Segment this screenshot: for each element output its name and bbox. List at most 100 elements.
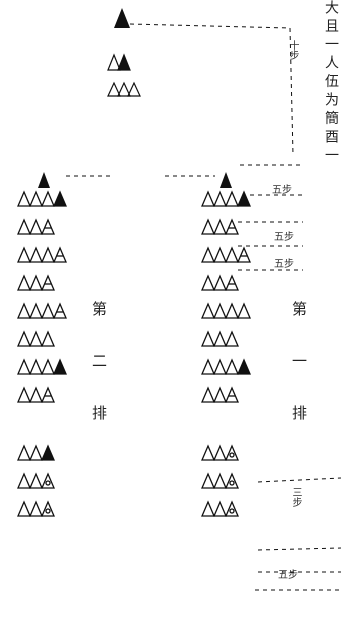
soldier-icon	[42, 388, 54, 402]
formation-row	[202, 192, 250, 206]
formation-row	[18, 474, 54, 488]
soldier-icon	[18, 248, 30, 262]
side-text-2: 一	[323, 37, 339, 51]
soldier-icon	[18, 502, 30, 516]
soldier-icon	[202, 220, 214, 234]
soldier-icon	[18, 220, 30, 234]
side-text-1: 且	[323, 18, 339, 32]
soldier-icon	[30, 388, 42, 402]
soldier-icon	[54, 360, 66, 374]
formation-row	[202, 276, 238, 290]
soldier-icon	[30, 446, 42, 460]
bottom-gap-label: 五步	[278, 566, 298, 581]
soldier-icon	[214, 360, 226, 374]
rank1-char-1: 第	[292, 298, 307, 319]
formation-row	[18, 502, 54, 516]
formation-row	[202, 332, 238, 346]
formation-row	[202, 446, 238, 460]
soldier-icon	[226, 332, 238, 346]
soldier-icon	[202, 276, 214, 290]
soldier-icon	[42, 192, 54, 206]
soldier-icon	[42, 304, 54, 318]
formation-row	[18, 360, 66, 374]
soldier-icon	[30, 304, 42, 318]
soldier-icon	[202, 446, 214, 460]
side-text-column: 大 且 一 人 伍 为 簡 酉 一	[321, 0, 341, 220]
soldier-icon	[202, 304, 214, 318]
soldier-icon	[214, 220, 226, 234]
soldier-icon	[18, 388, 30, 402]
formation-row	[18, 276, 54, 290]
soldier-icon	[202, 332, 214, 346]
soldier-icon	[42, 446, 54, 460]
rank2-formation	[18, 192, 66, 516]
rank2-char-3: 排	[92, 402, 107, 423]
soldier-icon	[42, 360, 54, 374]
formation-row	[18, 332, 54, 346]
rank1-char-2: 一	[292, 350, 307, 371]
soldier-circle-icon	[46, 481, 50, 485]
formation-row	[202, 360, 250, 374]
soldier-circle-icon	[46, 509, 50, 513]
rank1-formation	[202, 192, 250, 516]
soldier-icon	[202, 502, 214, 516]
commander-icon	[114, 8, 130, 28]
formation-row	[18, 192, 66, 206]
soldier-icon	[30, 360, 42, 374]
side-text-0: 大	[323, 0, 339, 14]
side-text-6: 簡	[323, 111, 339, 125]
soldier-circle-icon	[230, 453, 234, 457]
soldier-icon	[226, 248, 238, 262]
gap-label-3: 五步	[274, 255, 294, 270]
soldier-icon	[238, 248, 250, 262]
soldier-icon	[214, 388, 226, 402]
soldier-icon	[214, 474, 226, 488]
bottom-distance-label: 三步	[288, 487, 303, 507]
soldier-icon	[214, 192, 226, 206]
rank1-char-3: 排	[292, 402, 307, 423]
soldier-icon	[54, 304, 66, 318]
soldier-icon	[18, 332, 30, 346]
soldier-icon	[42, 276, 54, 290]
soldier-icon	[226, 276, 238, 290]
soldier-icon	[30, 276, 42, 290]
formation-row	[18, 220, 54, 234]
soldier-icon	[42, 220, 54, 234]
formation-row	[202, 220, 238, 234]
soldier-icon	[18, 360, 30, 374]
soldier-icon	[226, 360, 238, 374]
soldier-icon	[54, 248, 66, 262]
soldier-icon	[30, 220, 42, 234]
top-distance-label: 十步	[285, 40, 300, 60]
soldier-icon	[42, 332, 54, 346]
rank2-leader-icon	[38, 172, 50, 188]
soldier-icon	[214, 332, 226, 346]
rank2-char-2: 二	[92, 350, 107, 371]
rank1-leader-icon	[220, 172, 232, 188]
soldier-circle-icon	[230, 509, 234, 513]
soldier-icon	[54, 192, 66, 206]
soldier-icon	[238, 192, 250, 206]
guard-group-icon	[108, 55, 140, 96]
soldier-icon	[30, 192, 42, 206]
soldier-icon	[18, 192, 30, 206]
side-text-3: 人	[323, 55, 339, 69]
soldier-icon	[202, 388, 214, 402]
soldier-icon	[18, 446, 30, 460]
side-text-5: 为	[323, 92, 339, 106]
soldier-icon	[18, 474, 30, 488]
soldier-icon	[18, 276, 30, 290]
soldier-icon	[202, 248, 214, 262]
soldier-icon	[214, 502, 226, 516]
side-text-8: 一	[323, 148, 339, 162]
formation-row	[202, 248, 250, 262]
formation-row	[18, 446, 54, 460]
soldier-icon	[214, 276, 226, 290]
formation-row	[202, 388, 238, 402]
gap-label-2: 五步	[274, 228, 294, 243]
soldier-circle-icon	[230, 481, 234, 485]
soldier-icon	[202, 360, 214, 374]
soldier-icon	[30, 474, 42, 488]
soldier-icon	[202, 192, 214, 206]
